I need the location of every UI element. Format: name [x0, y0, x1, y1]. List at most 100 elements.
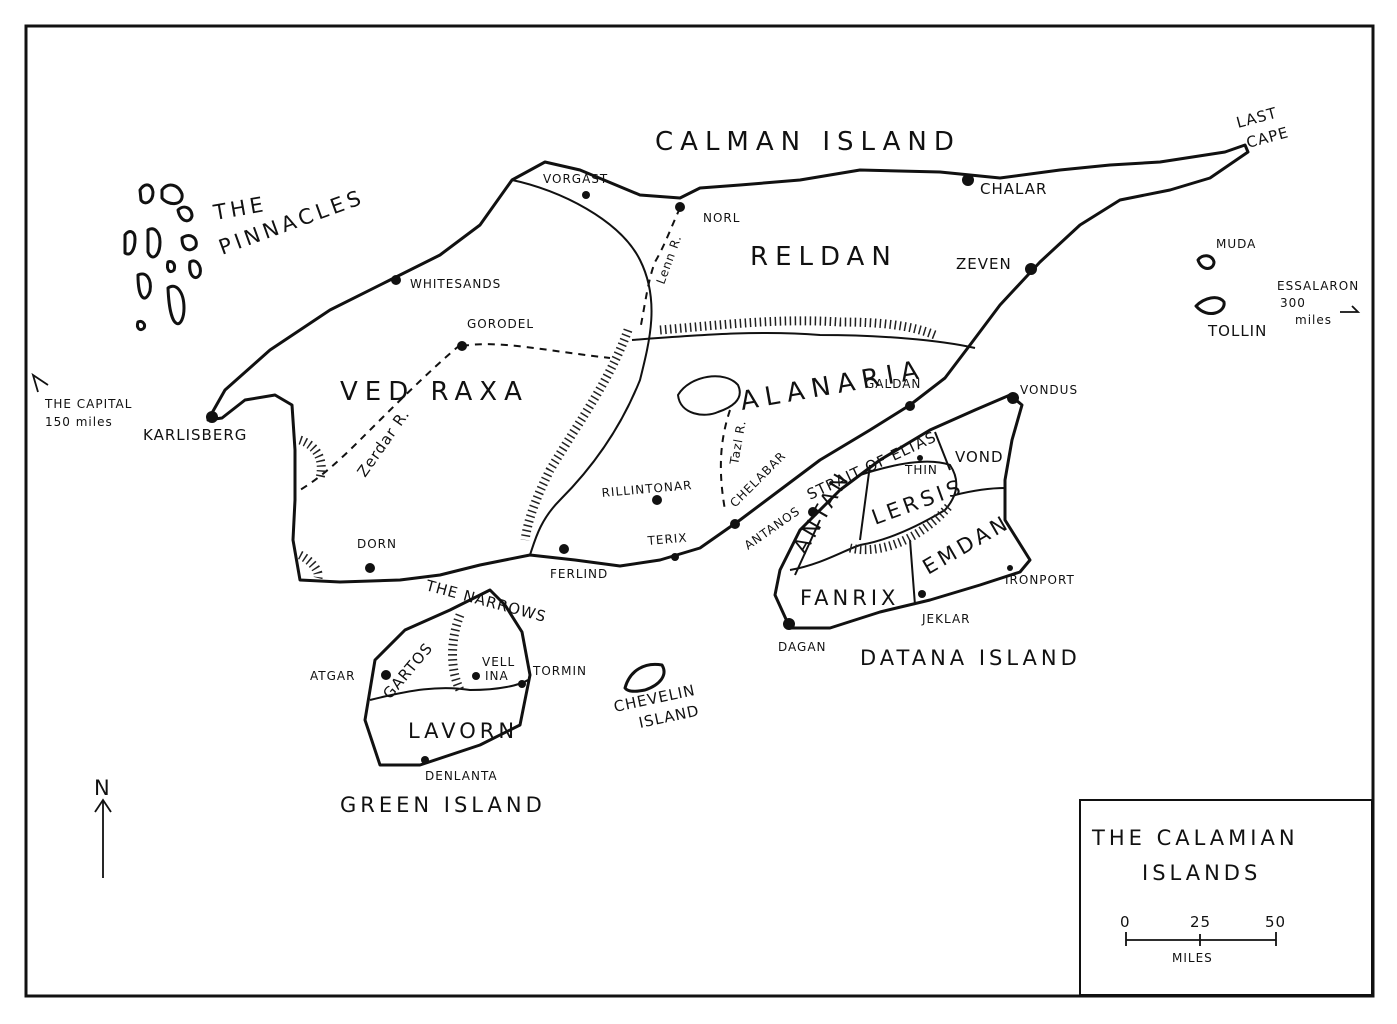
- label-vond: VOND: [955, 448, 1004, 466]
- border-antan: [794, 464, 871, 576]
- label-ferlind: FERLIND: [550, 567, 608, 581]
- scale-tick-25: 25: [1190, 913, 1211, 931]
- label-karlisberg: KARLISBERG: [143, 426, 247, 444]
- border-alanaria: [631, 331, 976, 349]
- legend-box: [1079, 799, 1373, 996]
- label-denlanta: DENLANTA: [425, 769, 498, 783]
- city-dot-denlanta: [421, 756, 429, 764]
- city-dot-jeklar: [918, 590, 926, 598]
- scale-unit: MILES: [1172, 951, 1213, 965]
- label-essalaron-2: 300: [1280, 296, 1306, 310]
- label-the-narrows: THE NARROWS: [423, 576, 549, 626]
- label-datana-island: DATANA ISLAND: [860, 646, 1081, 670]
- hills-datana: [848, 502, 954, 555]
- city-dot-vondus: [1007, 392, 1019, 404]
- city-dot-whitesands: [391, 275, 401, 285]
- lenn-river: [639, 207, 681, 331]
- hills-dorn: [297, 550, 323, 580]
- calman-island-coast: [206, 143, 1250, 584]
- label-terix: TERIX: [646, 531, 688, 549]
- label-capital-2: 150 miles: [45, 415, 113, 429]
- green-island-coast: [363, 588, 532, 767]
- label-tormin: TORMIN: [532, 664, 587, 678]
- city-dot-ironport: [1007, 565, 1013, 571]
- border-vond: [934, 431, 1006, 496]
- label-galdan: GALDAN: [865, 377, 921, 391]
- border-lersis: [859, 460, 958, 546]
- capital-arrow: [31, 372, 49, 393]
- zerdar-river: [299, 344, 461, 491]
- city-markers: [206, 174, 1037, 764]
- label-jeklar: JEKLAR: [921, 612, 971, 626]
- city-dot-thin: [917, 455, 923, 461]
- city-dot-terix: [671, 553, 679, 561]
- legend-title-line1: THE CALAMIAN: [1091, 826, 1299, 850]
- city-dot-vorgast: [582, 191, 590, 199]
- city-dot-zeven: [1025, 263, 1037, 275]
- tollin-island-coast: [1194, 296, 1226, 316]
- label-dagan: DAGAN: [778, 640, 827, 654]
- map-frame: [24, 24, 1375, 998]
- city-dot-chelabar: [730, 519, 740, 529]
- label-gorodel: GORODEL: [467, 317, 534, 331]
- scale-tick-0: 0: [1120, 913, 1131, 931]
- label-whitesands: WHITESANDS: [410, 277, 501, 291]
- label-zeven: ZEVEN: [956, 255, 1012, 273]
- hills-vedraxa: [298, 435, 326, 480]
- label-tazl-river: Tazl R.: [727, 419, 749, 467]
- border-gartos: [369, 679, 529, 701]
- label-vellina-2: INA: [485, 669, 509, 683]
- city-dot-karlisberg: [206, 411, 218, 423]
- city-dot-rillintonar: [652, 495, 662, 505]
- label-essalaron-3: miles: [1295, 313, 1332, 327]
- label-lersis: LERSIS: [869, 474, 968, 530]
- city-dot-norl: [675, 202, 685, 212]
- label-lenn-river: Lenn R.: [654, 233, 685, 286]
- label-vellina-1: VELL: [482, 655, 515, 669]
- city-dot-galdan: [905, 401, 915, 411]
- hills-alanaria-north: [659, 316, 937, 340]
- label-thin: THIN: [904, 463, 938, 477]
- label-vedraxa: VED RAXA: [340, 377, 529, 407]
- label-chalar: CHALAR: [980, 180, 1047, 198]
- city-dot-dorn: [365, 563, 375, 573]
- label-lavorn: LAVORN: [408, 719, 518, 743]
- city-dot-ferlind: [559, 544, 569, 554]
- gorodel-road: [461, 343, 611, 359]
- label-muda: MUDA: [1216, 237, 1256, 251]
- scale-bar: [1125, 932, 1277, 946]
- label-rillintonar: RILLINTONAR: [601, 478, 693, 500]
- label-green-island: GREEN ISLAND: [340, 793, 546, 817]
- hills-vellina: [448, 613, 465, 693]
- label-norl: NORL: [703, 211, 740, 225]
- label-vondus: VONDUS: [1020, 383, 1078, 397]
- label-vorgast: VORGAST: [543, 172, 608, 186]
- label-atgar: ATGAR: [310, 669, 355, 683]
- label-dorn: DORN: [357, 537, 397, 551]
- label-fanrix: FANRIX: [800, 586, 899, 610]
- city-dot-chalar: [962, 174, 974, 186]
- muda-island-coast: [1196, 254, 1216, 270]
- essalaron-arrow: [1340, 305, 1361, 313]
- alanaria-lake: [676, 375, 741, 416]
- north-arrow: [94, 798, 112, 878]
- pinnacles-islets: [123, 183, 202, 332]
- city-dot-tormin: [518, 680, 526, 688]
- label-essalaron-1: ESSALARON: [1277, 279, 1359, 293]
- city-dot-atgar: [381, 670, 391, 680]
- city-dot-antanos: [808, 507, 818, 517]
- chevelin-island-coast: [623, 662, 666, 693]
- label-tollin: TOLLIN: [1207, 322, 1267, 340]
- label-capital-1: THE CAPITAL: [44, 397, 132, 411]
- label-ironport: IRONPORT: [1005, 573, 1075, 587]
- border-vorgast: [511, 179, 653, 556]
- datana-island-coast: [773, 393, 1032, 630]
- scale-tick-50: 50: [1265, 913, 1286, 931]
- city-dot-vellina: [472, 672, 480, 680]
- legend-title-line2: ISLANDS: [1142, 861, 1261, 885]
- label-reldan: RELDAN: [750, 242, 898, 272]
- city-dot-gorodel: [457, 341, 467, 351]
- city-dot-dagan: [783, 618, 795, 630]
- label-calman-island: CALMAN ISLAND: [655, 127, 961, 157]
